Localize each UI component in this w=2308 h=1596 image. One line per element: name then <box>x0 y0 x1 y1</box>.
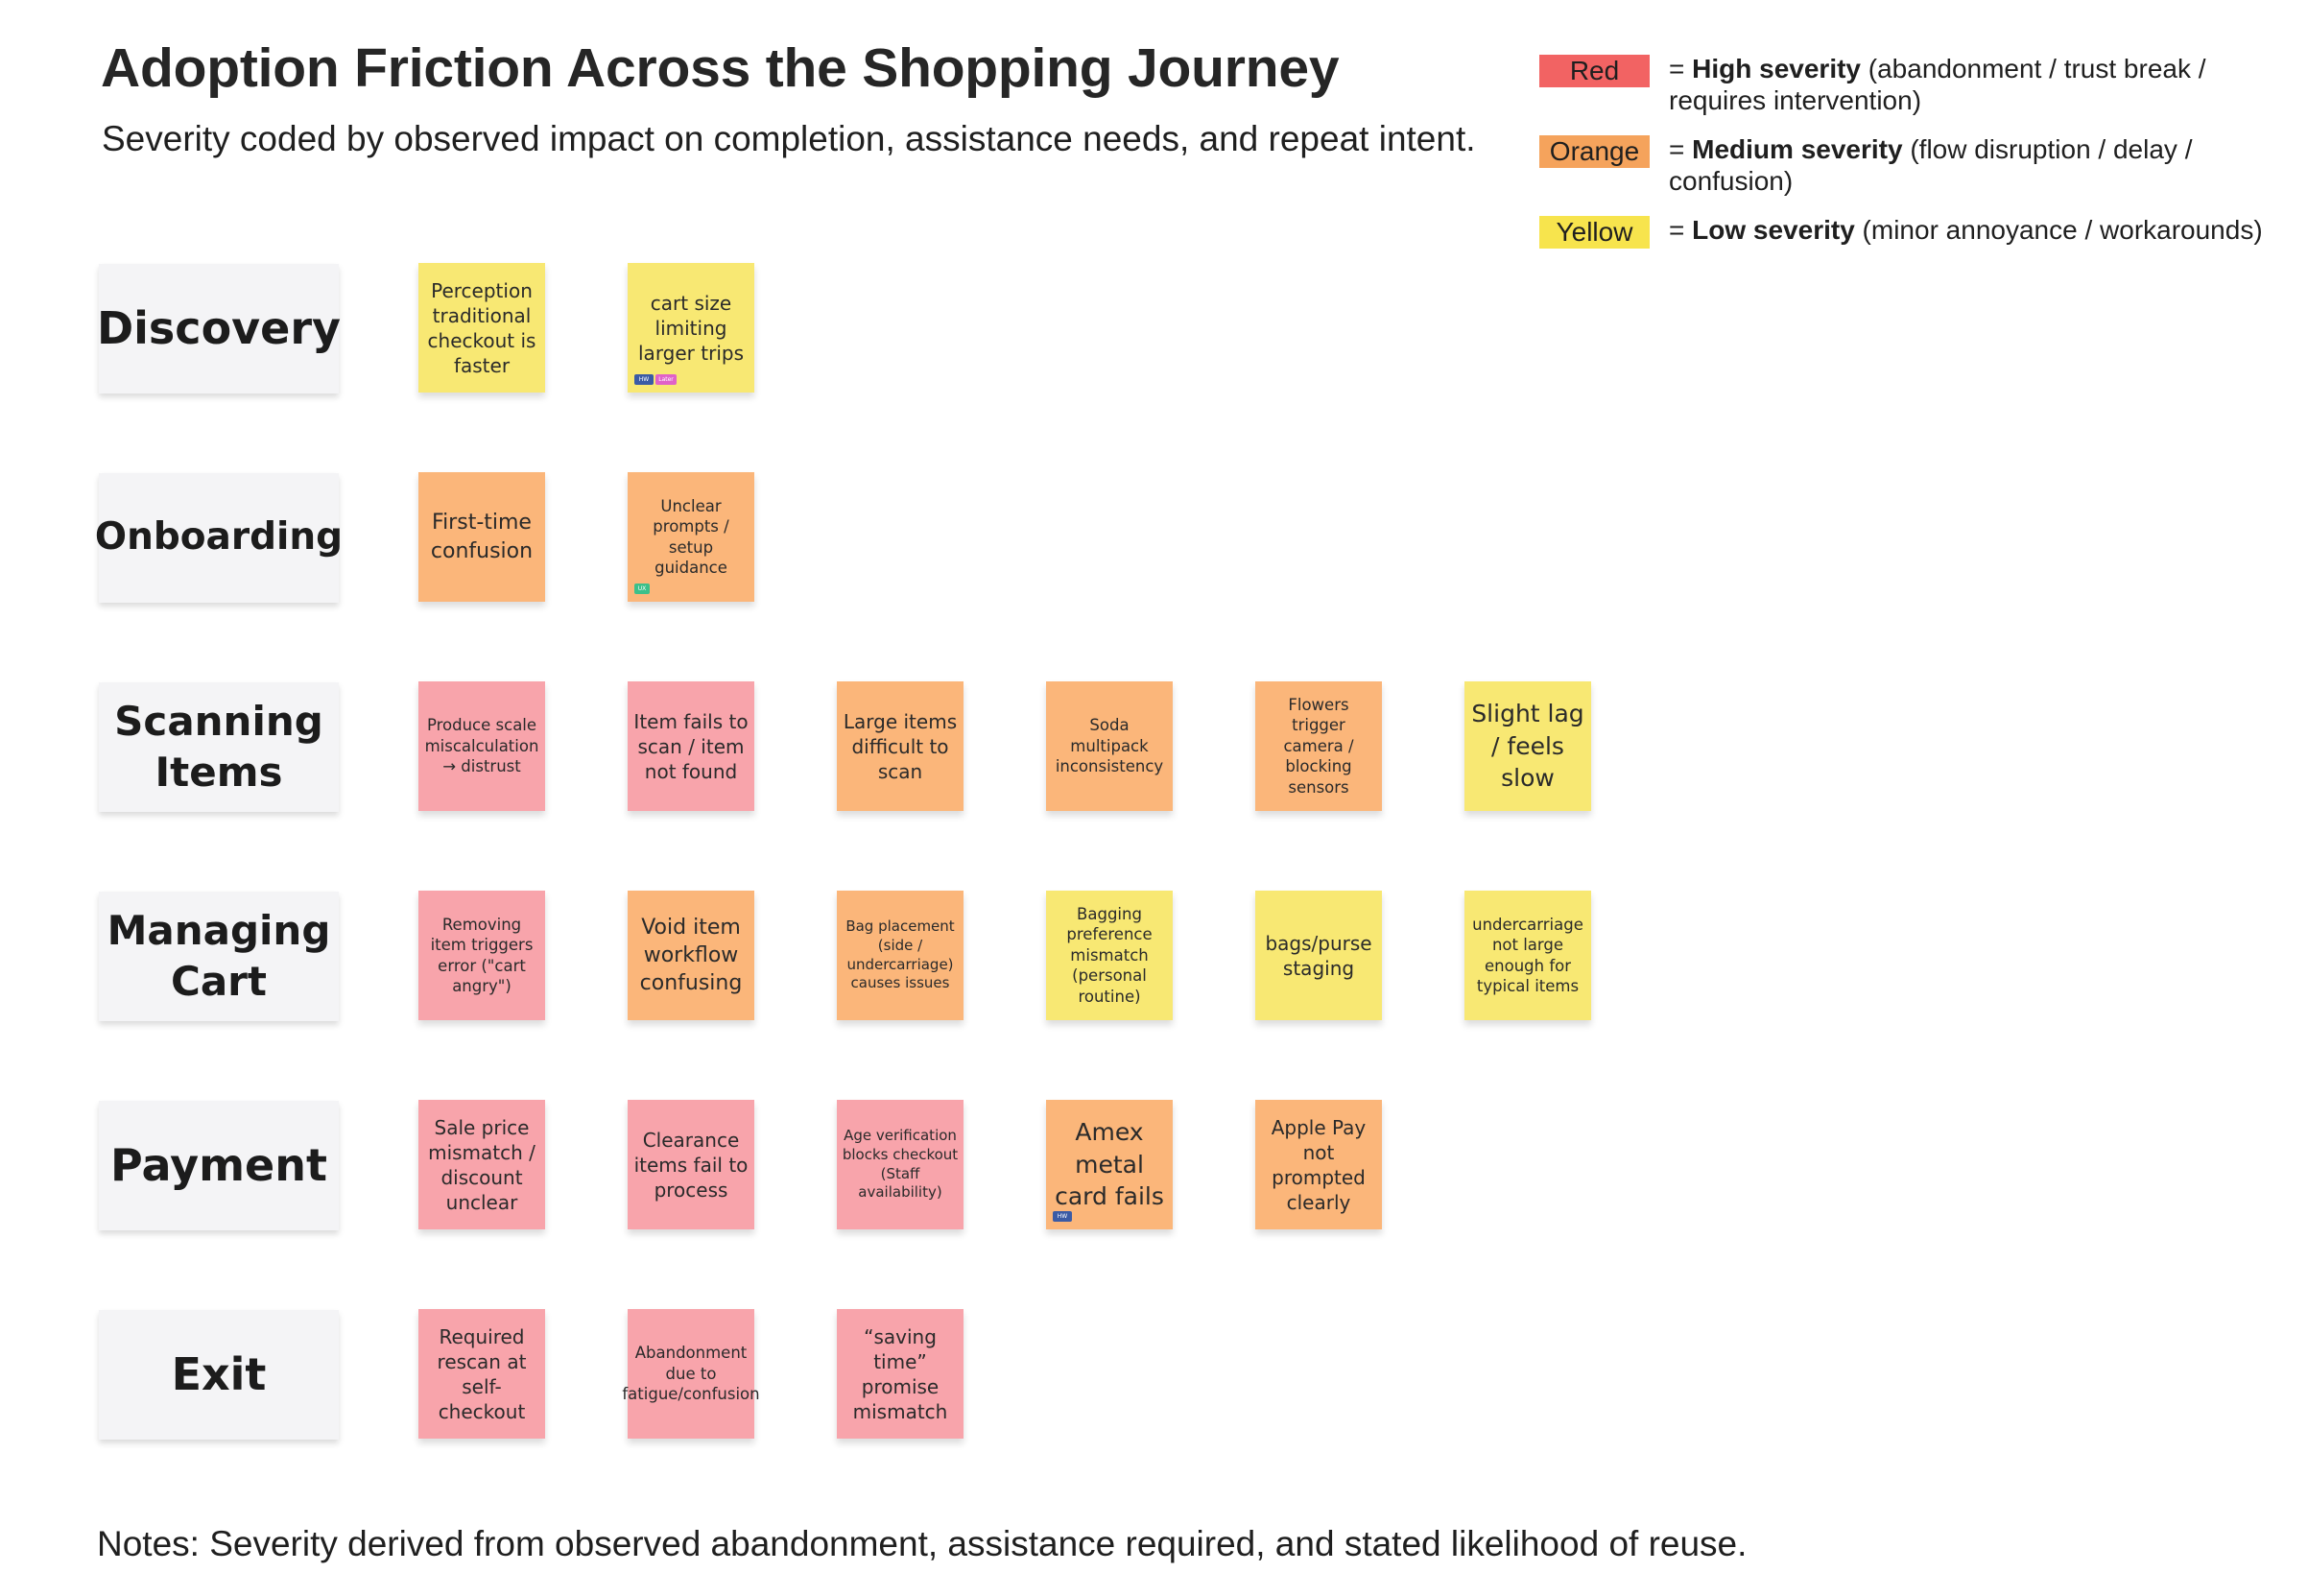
sticky-note[interactable]: Perception traditional checkout is faste… <box>418 263 545 393</box>
footer-notes: Notes: Severity derived from observed ab… <box>97 1524 1748 1563</box>
sticky-note-text: Apple Pay not prompted clearly <box>1271 1115 1367 1214</box>
legend-swatch-yellow: Yellow <box>1539 216 1650 249</box>
stage-onboarding[interactable]: Onboarding <box>95 473 343 603</box>
stage-scanning-items[interactable]: Scanning Items <box>99 682 339 812</box>
sticky-note-text: Bag placement (side / undercarriage) cau… <box>845 917 955 992</box>
sticky-note[interactable]: Produce scale miscalculation → distrust <box>418 681 545 811</box>
sticky-note[interactable]: Apple Pay not prompted clearly <box>1255 1100 1382 1229</box>
sticky-note[interactable]: Flowers trigger camera / blocking sensor… <box>1255 681 1382 811</box>
stage-payment[interactable]: Payment <box>99 1101 339 1230</box>
legend-row-low: Yellow = Low severity (minor annoyance /… <box>1539 214 2288 295</box>
sticky-note[interactable]: Large items difficult to scan <box>837 681 964 811</box>
sticky-note-text: “saving time” promise mismatch <box>852 1324 948 1423</box>
stage-discovery[interactable]: Discovery <box>97 264 341 393</box>
sticky-note-text: First-time confusion <box>430 511 534 563</box>
tag-ux[interactable]: UX <box>634 584 650 594</box>
sticky-note[interactable]: Removing item triggers error ("cart angr… <box>418 891 545 1020</box>
sticky-note[interactable]: Bag placement (side / undercarriage) cau… <box>837 891 964 1020</box>
page-subtitle: Severity coded by observed impact on com… <box>102 119 1476 158</box>
legend-swatch-red: Red <box>1539 55 1650 87</box>
sticky-note[interactable]: bags/purse staging <box>1255 891 1382 1020</box>
sticky-note[interactable]: Required rescan at self-checkout <box>418 1309 545 1439</box>
tag-hw[interactable]: HW <box>634 374 654 385</box>
legend-row-medium: Orange = Medium severity (flow disruptio… <box>1539 133 2288 214</box>
sticky-note-text: Sale price mismatch / discount unclear <box>428 1115 535 1214</box>
sticky-note-text: Age verification blocks checkout (Staff … <box>842 1126 959 1202</box>
sticky-note[interactable]: Unclear prompts / setup guidance UX <box>628 472 754 602</box>
page-title: Adoption Friction Across the Shopping Jo… <box>101 37 1340 99</box>
sticky-note-text: Perception traditional checkout is faste… <box>427 278 536 377</box>
sticky-note[interactable]: Sale price mismatch / discount unclear <box>418 1100 545 1229</box>
sticky-note-text: Required rescan at self-checkout <box>437 1324 527 1423</box>
sticky-note-text: Abandonment due to fatigue/confusion <box>622 1344 760 1404</box>
sticky-note[interactable]: Bagging preference mismatch (personal ro… <box>1046 891 1173 1020</box>
sticky-note-text: Void item workflow confusing <box>639 915 743 996</box>
sticky-note[interactable]: undercarriage not large enough for typic… <box>1464 891 1591 1020</box>
tag-later[interactable]: Later <box>655 374 677 385</box>
sticky-note-text: undercarriage not large enough for typic… <box>1472 915 1583 995</box>
sticky-note[interactable]: “saving time” promise mismatch <box>837 1309 964 1439</box>
sticky-note-text: bags/purse staging <box>1265 931 1372 980</box>
legend-row-high: Red = High severity (abandonment / trust… <box>1539 53 2288 133</box>
sticky-note-text: Unclear prompts / setup guidance <box>653 496 729 577</box>
sticky-note-text: Bagging preference mismatch (personal ro… <box>1066 904 1153 1006</box>
legend-text-low: = Low severity (minor annoyance / workar… <box>1669 215 2263 245</box>
sticky-note-text: Produce scale miscalculation → distrust <box>424 716 539 776</box>
sticky-note-text: Clearance items fail to process <box>633 1128 749 1202</box>
sticky-note-text: Flowers trigger camera / blocking sensor… <box>1283 695 1354 797</box>
sticky-note[interactable]: Item fails to scan / item not found <box>628 681 754 811</box>
stage-managing-cart[interactable]: Managing Cart <box>99 892 339 1021</box>
sticky-note[interactable]: Soda multipack inconsistency <box>1046 681 1173 811</box>
legend-text-medium: = Medium severity (flow disruption / del… <box>1669 134 2193 196</box>
sticky-note-text: Item fails to scan / item not found <box>633 709 749 783</box>
sticky-note[interactable]: Abandonment due to fatigue/confusion <box>622 1309 760 1439</box>
sticky-note-text: Soda multipack inconsistency <box>1055 716 1164 776</box>
sticky-note-text: Large items difficult to scan <box>843 709 958 783</box>
legend-swatch-orange: Orange <box>1539 135 1650 168</box>
sticky-note[interactable]: Clearance items fail to process <box>628 1100 754 1229</box>
legend-text-high: = High severity (abandonment / trust bre… <box>1669 54 2206 115</box>
sticky-note[interactable]: Amex metal card fails HW <box>1046 1100 1173 1229</box>
severity-legend: Red = High severity (abandonment / trust… <box>1539 53 2288 295</box>
sticky-note-text: Slight lag / feels slow <box>1471 699 1584 793</box>
stage-exit[interactable]: Exit <box>99 1310 339 1440</box>
sticky-note[interactable]: Void item workflow confusing <box>628 891 754 1020</box>
sticky-note[interactable]: First-time confusion <box>418 472 545 602</box>
sticky-note[interactable]: Slight lag / feels slow <box>1464 681 1591 811</box>
tag-hw[interactable]: HW <box>1053 1211 1072 1222</box>
sticky-note[interactable]: Age verification blocks checkout (Staff … <box>837 1100 964 1229</box>
sticky-note-text: Removing item triggers error ("cart angr… <box>430 915 534 995</box>
sticky-note[interactable]: cart size limiting larger trips HW Later <box>628 263 754 393</box>
sticky-note-text: Amex metal card fails <box>1055 1117 1164 1211</box>
sticky-note-text: cart size limiting larger trips <box>638 291 744 365</box>
